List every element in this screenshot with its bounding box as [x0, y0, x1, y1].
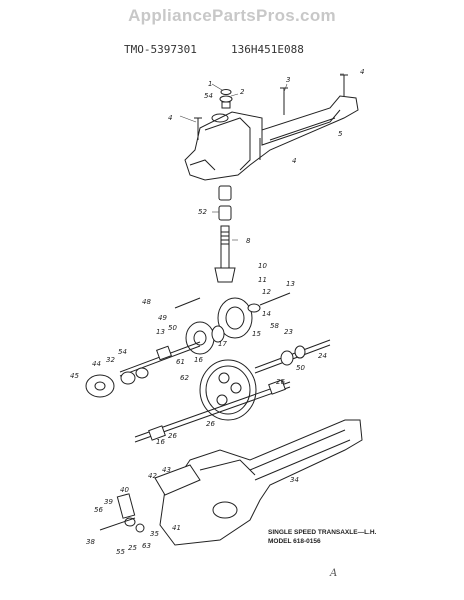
right-shaft — [254, 339, 331, 374]
callout-49: 49 — [158, 314, 167, 322]
callout-45: 45 — [70, 372, 79, 380]
callout-16: 16 — [156, 438, 165, 446]
callout-48: 48 — [142, 298, 151, 306]
callout-11: 11 — [258, 276, 267, 284]
callout-40: 40 — [120, 486, 129, 494]
callout-55: 55 — [116, 548, 125, 556]
callout-62: 62 — [180, 374, 189, 382]
callout-43: 43 — [162, 466, 171, 474]
left-gear-assembly — [119, 297, 225, 377]
callout-1: 1 — [208, 80, 213, 88]
callout-35: 35 — [150, 530, 159, 538]
callout-44: 44 — [92, 360, 101, 368]
bearings — [85, 367, 149, 398]
callout-63: 63 — [142, 542, 151, 550]
callout-12: 12 — [262, 288, 271, 296]
callout-26: 26 — [168, 432, 177, 440]
callout-50: 50 — [296, 364, 305, 372]
callout-4: 4 — [292, 157, 297, 165]
callout-52: 52 — [198, 208, 207, 216]
shifter-parts — [99, 464, 201, 533]
callout-41: 41 — [172, 524, 181, 532]
callout-39: 39 — [104, 498, 113, 506]
part-code-left: TMO-5397301 — [124, 43, 197, 56]
axle — [134, 379, 291, 443]
callout-15: 15 — [252, 330, 261, 338]
callout-24: 24 — [318, 352, 327, 360]
callout-34: 34 — [290, 476, 299, 484]
callout-16: 16 — [194, 356, 203, 364]
spacers — [218, 185, 232, 221]
callout-23: 23 — [284, 328, 293, 336]
callout-56: 56 — [94, 506, 103, 514]
callout-8: 8 — [246, 237, 251, 245]
top-small-parts — [219, 89, 233, 109]
diagram-caption: SINGLE SPEED TRANSAXLE—L.H. MODEL 618-01… — [268, 528, 376, 546]
callout-14: 14 — [262, 310, 271, 318]
leader-lines — [179, 73, 344, 241]
callout-13: 13 — [156, 328, 165, 336]
callout-10: 10 — [258, 262, 267, 270]
callout-25: 25 — [128, 544, 137, 552]
bolts — [194, 74, 348, 160]
bevel-gear — [217, 292, 291, 339]
callout-26: 26 — [206, 420, 215, 428]
caption-model: MODEL 618-0156 — [268, 538, 321, 545]
callout-2: 2 — [240, 88, 245, 96]
corner-mark: A — [330, 568, 338, 579]
callout-38: 38 — [86, 538, 95, 546]
callout-42: 42 — [148, 472, 157, 480]
callout-3: 3 — [286, 76, 291, 84]
large-gear — [199, 359, 257, 421]
part-code-right: 136H451E088 — [231, 43, 304, 56]
callout-4: 4 — [168, 114, 173, 122]
callout-17: 17 — [218, 340, 227, 348]
callout-13: 13 — [286, 280, 295, 288]
callout-61: 61 — [176, 358, 185, 366]
callout-26: 26 — [276, 378, 285, 386]
callout-54: 54 — [204, 92, 213, 100]
callout-4: 4 — [360, 68, 365, 76]
input-shaft — [214, 225, 236, 283]
caption-title: SINGLE SPEED TRANSAXLE—L.H. — [268, 529, 377, 536]
callout-54: 54 — [118, 348, 127, 356]
callout-32: 32 — [106, 356, 115, 364]
callout-50: 50 — [168, 324, 177, 332]
callout-58: 58 — [270, 322, 279, 330]
lower-housing — [159, 419, 363, 546]
callout-5: 5 — [338, 130, 343, 138]
site-watermark: AppliancePartsPros.com — [128, 6, 336, 25]
upper-housing — [184, 95, 359, 181]
